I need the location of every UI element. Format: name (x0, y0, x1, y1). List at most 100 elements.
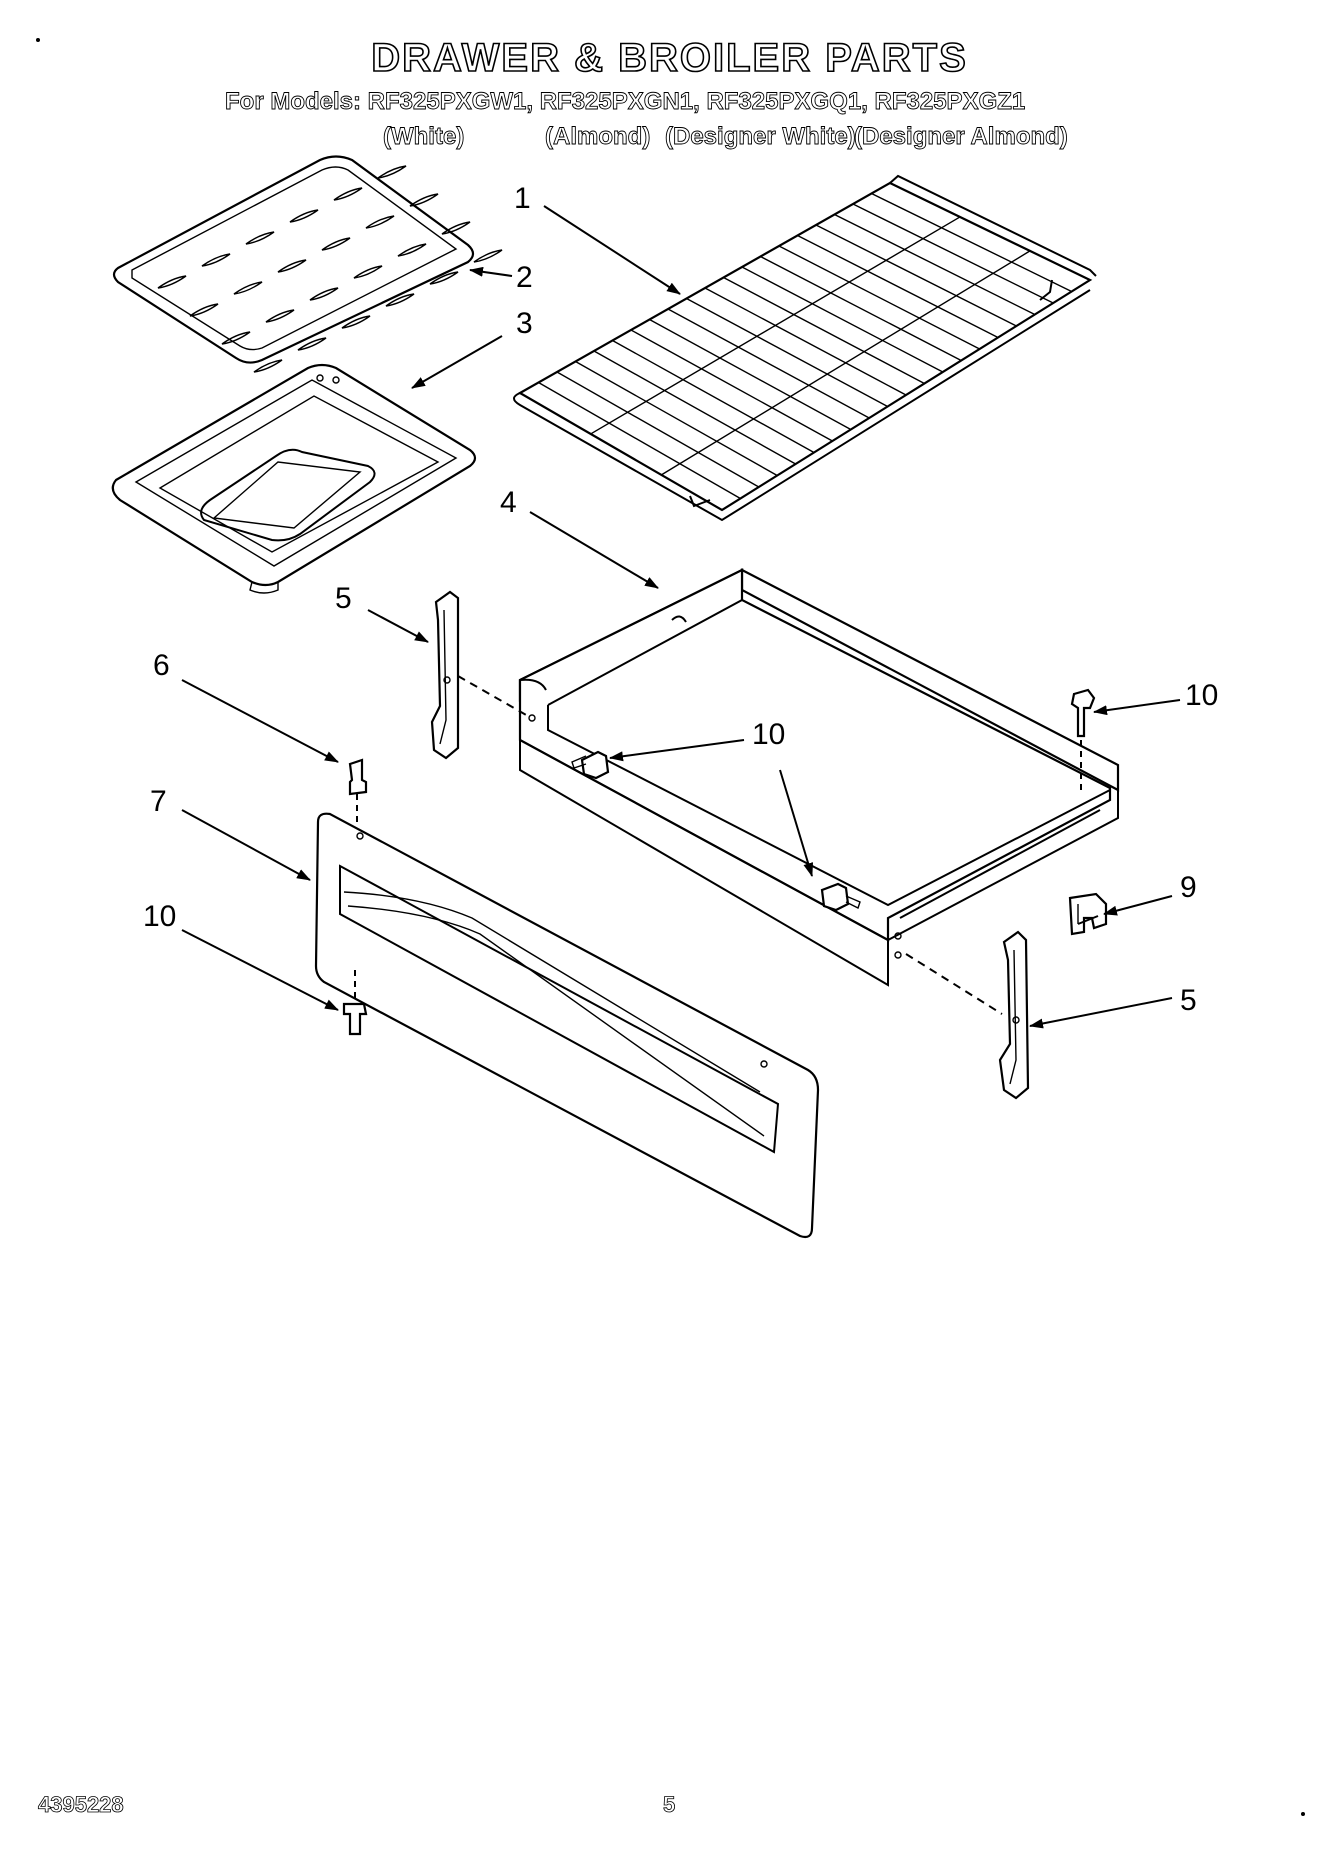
rack-wire (593, 350, 796, 465)
leader-line-10c (779, 769, 814, 877)
leader-line-6 (181, 679, 339, 763)
rack-wire (538, 381, 741, 500)
models-line: For Models: RF325PXGW1, RF325PXGN1, RF32… (225, 88, 1026, 116)
scan-dot (1301, 1812, 1305, 1816)
callout-7: 7 (150, 785, 167, 818)
color-designer-almond: (Designer Almond) (854, 123, 1069, 151)
rack-wire (612, 339, 815, 454)
grid-slot (377, 165, 407, 179)
grid-slot (253, 359, 283, 373)
color-white: (White) (383, 123, 465, 151)
rack-wire (834, 213, 1036, 316)
callout-10b: 10 (752, 718, 785, 751)
rack-wire (723, 276, 925, 385)
grid-slot (333, 187, 363, 201)
drawer-glide-right-part (998, 930, 1030, 1100)
alignment-line (457, 675, 529, 717)
rack-wire (871, 192, 1072, 293)
screw-part-panel (342, 970, 368, 1036)
alignment-line (905, 953, 1003, 1015)
grid-slot (245, 231, 275, 245)
grid-slot (201, 253, 231, 267)
callout-10a: 10 (1185, 679, 1218, 712)
page-number: 5 (663, 1792, 676, 1818)
grid-slot (297, 337, 327, 351)
callout-9: 9 (1180, 871, 1197, 904)
leader-line-10a (1093, 699, 1181, 716)
grid-slot (265, 309, 295, 323)
color-almond: (Almond) (545, 123, 651, 151)
grid-slot (473, 249, 503, 263)
grid-slot (397, 243, 427, 257)
leader-line-4 (529, 511, 659, 589)
grid-slot (429, 271, 459, 285)
grid-slot (353, 265, 383, 279)
leader-line-9 (1103, 895, 1173, 916)
drawer-bracket-part (1068, 892, 1108, 936)
leader-line-7 (181, 809, 311, 881)
rack-crossbar (590, 216, 961, 435)
grid-slot (385, 293, 415, 307)
rack-wire (686, 297, 888, 408)
bracket-tab (1077, 915, 1099, 925)
screw-part-drawer-left (571, 750, 610, 780)
callout-6: 6 (153, 649, 170, 682)
grid-slot (289, 209, 319, 223)
scan-dot (36, 38, 40, 42)
leader-line-10b (609, 739, 745, 762)
rack-wire (575, 360, 778, 477)
leader-line-1 (543, 205, 681, 295)
rack-wire (778, 245, 980, 350)
drawer-front-panel-part (314, 812, 820, 1239)
callout-4: 4 (500, 486, 517, 519)
rack-wire (815, 224, 1017, 327)
drawer-glide-left-part (430, 590, 460, 760)
rack-wire (649, 318, 852, 431)
grid-slot (309, 287, 339, 301)
rack-wire (741, 266, 944, 373)
leader-line-10d (181, 929, 339, 1011)
page-title: DRAWER & BROILER PARTS (370, 35, 968, 81)
broiler-grid-slots (157, 165, 503, 373)
rack-wire (797, 234, 999, 339)
storage-drawer-part (518, 568, 1120, 987)
callout-2: 2 (516, 261, 533, 294)
broiler-grid-part (112, 155, 503, 373)
rack-wire (667, 308, 870, 419)
leader-line-2 (469, 266, 513, 277)
callout-5b: 5 (1180, 984, 1197, 1017)
document-number: 4395228 (38, 1792, 124, 1818)
rack-wire (760, 255, 962, 362)
rack-wire (704, 287, 907, 396)
grid-slot (441, 221, 471, 235)
rack-wire (630, 329, 833, 442)
grid-slot (409, 193, 439, 207)
grid-slot (157, 275, 187, 289)
callout-3: 3 (516, 307, 533, 340)
leader-line-3 (411, 335, 503, 389)
color-designer-white: (Designer White) (665, 123, 857, 151)
screw-part-drawer-right (820, 882, 861, 912)
rack-wire (852, 203, 1054, 304)
grid-slot (189, 303, 219, 317)
grid-slot (365, 215, 395, 229)
screw-part-bracket (1070, 688, 1096, 790)
callout-10d: 10 (143, 900, 176, 933)
rack-wire (556, 371, 760, 488)
grid-slot (277, 259, 307, 273)
leader-line-5a (367, 609, 429, 643)
grid-slot (341, 315, 371, 329)
grid-slot (321, 237, 351, 251)
grid-slot (221, 331, 251, 345)
drawer-rack-part (513, 174, 1097, 522)
callout-1: 1 (514, 182, 531, 215)
stud-part (348, 758, 368, 826)
broiler-pan-part (111, 363, 477, 594)
callout-5a: 5 (335, 582, 352, 615)
grid-slot (233, 281, 263, 295)
leader-line-5b (1029, 997, 1173, 1029)
rack-crossbar (661, 250, 1031, 476)
drawer-rack-wires (538, 192, 1072, 500)
